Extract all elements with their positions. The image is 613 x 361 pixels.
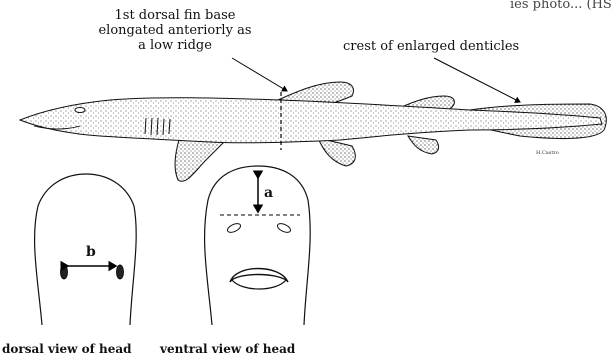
artist-signature: H.Castro — [536, 150, 559, 156]
right-nostril — [276, 222, 292, 234]
measurement-a-label: a — [264, 185, 273, 201]
eye — [75, 108, 85, 113]
left-nostril — [226, 222, 242, 234]
ventral-view-caption: ventral view of head — [160, 342, 295, 356]
anal-fin — [408, 136, 439, 154]
dorsal-view-caption: dorsal view of head — [2, 342, 132, 356]
right-eye-dorsal — [117, 265, 124, 279]
pelvic-fin — [318, 138, 355, 166]
shark-body — [20, 98, 602, 143]
mouth-ventral — [230, 269, 288, 283]
crest-leader — [434, 58, 520, 102]
ventral-head-view — [205, 166, 311, 325]
left-eye-dorsal — [61, 265, 68, 279]
shark-side-view — [20, 82, 606, 181]
measurement-b-label: b — [86, 244, 96, 260]
dorsal-fin-leader — [232, 58, 287, 91]
lower-jaw-ventral — [232, 280, 286, 289]
